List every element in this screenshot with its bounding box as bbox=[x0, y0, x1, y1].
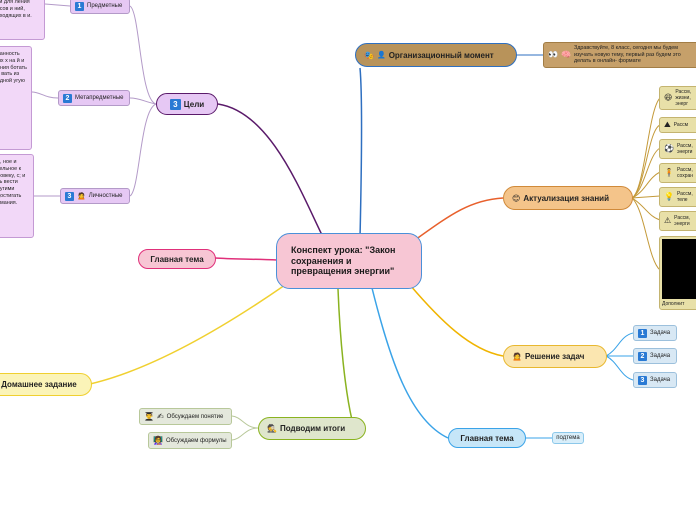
knowledge-item-2[interactable]: ⛰ Рассм bbox=[659, 117, 696, 133]
goal-personal[interactable]: 3 🙍 Личностные bbox=[60, 188, 130, 204]
number-3-icon: 3 bbox=[638, 375, 647, 385]
summary-item-1[interactable]: 👨‍🎓 ✍ Обсуждаем понятие bbox=[139, 408, 232, 425]
number-3-icon: 3 bbox=[169, 98, 181, 110]
branch-problem-solving[interactable]: 🙍 Решение задач bbox=[503, 345, 607, 368]
bulb-icon: 💡 bbox=[664, 192, 674, 201]
branch-main-topic-2[interactable]: Главная тема bbox=[448, 428, 526, 448]
task-2[interactable]: 2 Задача bbox=[633, 348, 677, 364]
branch-summary[interactable]: 🕵 Подводим итоги bbox=[258, 417, 366, 440]
central-topic-title: Конспект урока: "Закон сохранения и прев… bbox=[291, 244, 396, 277]
knowledge-item-4[interactable]: 🧍 Рассм, сохран bbox=[659, 163, 696, 183]
branch-main-topic-1[interactable]: Главная тема bbox=[138, 249, 216, 269]
number-2-icon: 2 bbox=[638, 351, 647, 361]
pen-icon: ✍ bbox=[156, 412, 164, 421]
goal-meta-subject-text[interactable]: ванность ых х на й и ения ботать с вать … bbox=[0, 46, 32, 150]
branch-org-moment-label: Организационный момент bbox=[388, 50, 494, 60]
eyes-icon: 👀 bbox=[548, 50, 558, 59]
task-1[interactable]: 1 Задача bbox=[633, 325, 677, 341]
org-moment-note-text: Здравствуйте, 8 класс, сегодня мы будем … bbox=[573, 44, 681, 65]
person-icon: 👤 bbox=[376, 52, 386, 59]
number-1-icon: 1 bbox=[638, 328, 647, 338]
hill-icon: ⛰ bbox=[664, 120, 671, 129]
knowledge-item-3[interactable]: ⚽ Рассм, энерги bbox=[659, 139, 696, 159]
goal-meta-subject[interactable]: 2 Метапредметные bbox=[58, 90, 130, 106]
detective-icon: 🕵 bbox=[267, 424, 277, 433]
soccer-ball-icon: ⚽ bbox=[664, 144, 674, 153]
knowledge-video-caption: Дополнит bbox=[662, 301, 685, 307]
summary-item-2[interactable]: 👩‍🏫 Обсуждаем формулы bbox=[148, 432, 232, 449]
branch-problem-solving-label: Решение задач bbox=[524, 352, 585, 361]
knowledge-item-5[interactable]: 💡 Рассм, теле bbox=[659, 187, 696, 207]
knowledge-item-1[interactable]: 😆 Рассм, жизни, энерг bbox=[659, 86, 696, 110]
branch-homework[interactable]: Домашнее задание bbox=[0, 373, 92, 396]
branch-goals[interactable]: 3 Цели bbox=[156, 93, 218, 115]
branch-org-moment[interactable]: 🎭 👤 Организационный момент bbox=[355, 43, 517, 67]
branch-knowledge-update[interactable]: 😊 Актуализация знаний bbox=[503, 186, 633, 210]
student-icon: 👨‍🎓 bbox=[144, 412, 154, 421]
warning-icon: ⚠ bbox=[664, 216, 672, 225]
org-moment-note[interactable]: 👀 🧠 Здравствуйте, 8 класс, сегодня мы бу… bbox=[543, 42, 696, 68]
teacher-icon: 👩‍🏫 bbox=[153, 436, 163, 445]
grin-icon: 😆 bbox=[664, 93, 673, 102]
goal-subject[interactable]: 1 Предметные bbox=[70, 0, 130, 14]
mask-icon: 🎭 bbox=[364, 50, 374, 60]
person-icon: 🙍 bbox=[512, 352, 522, 361]
video-thumbnail[interactable] bbox=[662, 239, 696, 299]
knowledge-video-card[interactable]: Дополнит bbox=[659, 236, 696, 310]
brain-icon: 🧠 bbox=[560, 50, 571, 59]
number-2-icon: 2 bbox=[63, 93, 72, 103]
goal-subject-text[interactable]: ки для ления ссов и ний, сходящих в и. bbox=[0, 0, 45, 40]
figure-icon: 🧍 bbox=[664, 168, 674, 177]
knowledge-item-6[interactable]: ⚠ Рассм, энерги bbox=[659, 211, 696, 231]
smile-icon: 😊 bbox=[512, 193, 521, 203]
goal-personal-text[interactable]: е, ное и тельное к ловеку, с; и ть вести… bbox=[0, 154, 34, 238]
branch-knowledge-update-label: Актуализация знаний bbox=[523, 193, 610, 203]
person-icon: 🙍 bbox=[77, 193, 86, 200]
number-1-icon: 1 bbox=[75, 1, 84, 11]
task-3[interactable]: 3 Задача bbox=[633, 372, 677, 388]
subtopic[interactable]: подтема bbox=[552, 432, 584, 444]
central-topic[interactable]: Конспект урока: "Закон сохранения и прев… bbox=[276, 233, 422, 289]
number-3-icon: 3 bbox=[65, 191, 74, 201]
